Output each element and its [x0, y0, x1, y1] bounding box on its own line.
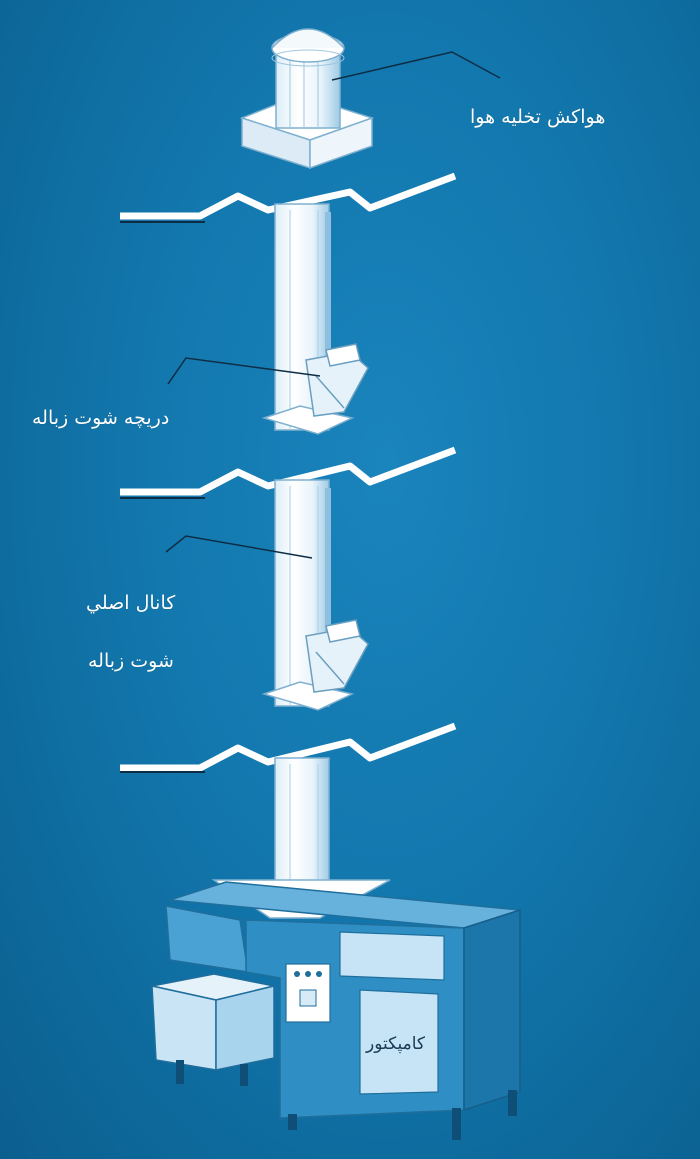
chute-door-2 — [261, 619, 369, 711]
chute-pipe-segment-3 — [274, 757, 330, 895]
compactor-label: کامپکتور — [366, 1034, 426, 1054]
exhaust-fan-label: هواکش تخلیه هوا — [470, 106, 606, 128]
floor-slab-2 — [120, 446, 457, 499]
floor-slab-3 — [120, 722, 457, 773]
exhaust-fan — [239, 28, 375, 170]
compactor — [151, 879, 521, 1140]
chute-door-label: دریچه شوت زباله — [32, 407, 170, 429]
leader-lines — [165, 51, 501, 559]
leader-line-main-channel — [165, 535, 313, 559]
main-channel-label-line1: کانال اصلي — [86, 592, 176, 614]
leader-line-exhaust-fan — [331, 51, 501, 81]
leader-line-chute-door — [167, 357, 321, 385]
chute-door-1 — [261, 343, 369, 435]
floor-slab-1 — [120, 172, 457, 223]
main-channel-label-line2: شوت زباله — [88, 650, 174, 672]
